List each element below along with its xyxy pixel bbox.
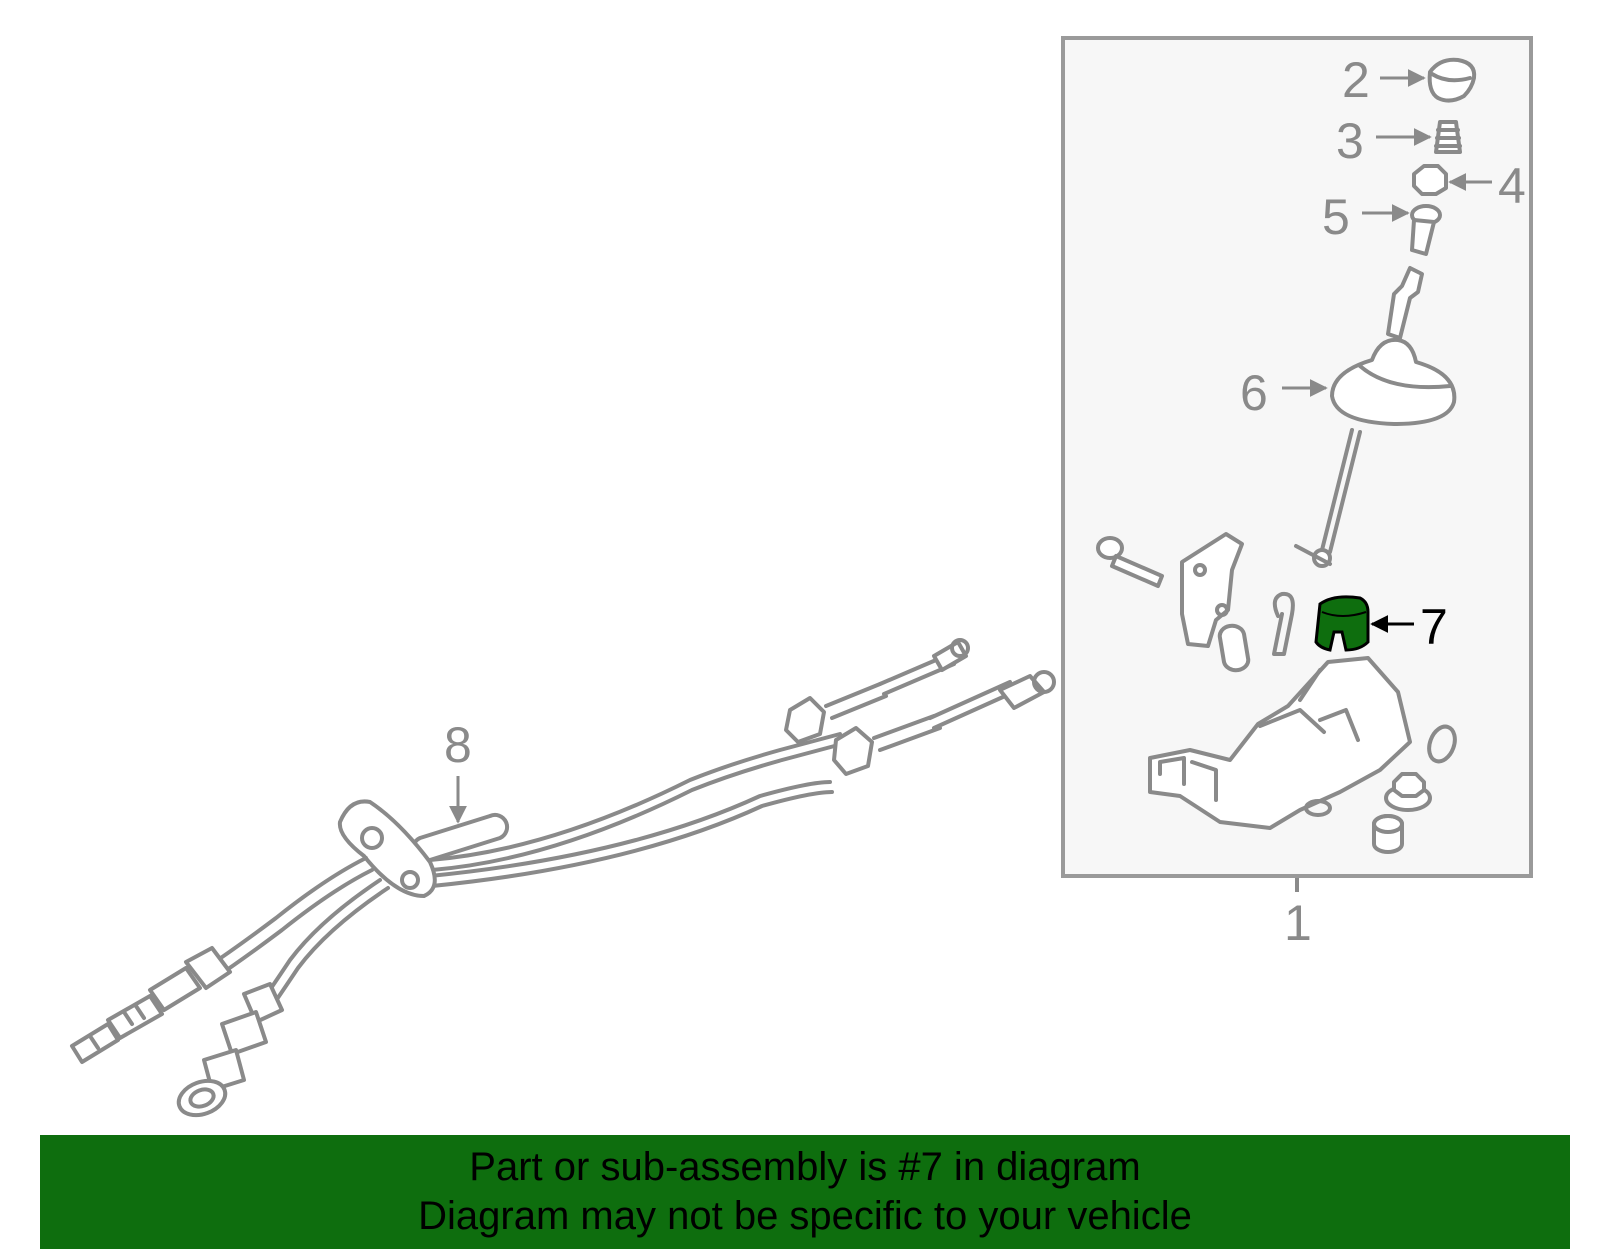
- part-8-shift-cables: [70, 638, 1056, 1118]
- part-2-shift-knob: [1427, 57, 1477, 103]
- callout-7: 7: [1420, 599, 1448, 655]
- bracket: [1180, 532, 1244, 648]
- part-6-shift-boot: [1330, 337, 1457, 426]
- banner-line-2: Diagram may not be specific to your vehi…: [418, 1194, 1192, 1238]
- part-4-nut: [1412, 164, 1448, 196]
- callout-1: 1: [1284, 895, 1312, 951]
- highlight-banner: Part or sub-assembly is #7 in diagram Di…: [40, 1135, 1570, 1249]
- part-3-boot: [1434, 120, 1462, 154]
- banner-line-1: Part or sub-assembly is #7 in diagram: [469, 1145, 1141, 1189]
- callout-2: 2: [1342, 52, 1370, 108]
- spacer: [1372, 814, 1404, 854]
- shift-lever-rod: [1294, 428, 1362, 568]
- flange-nut: [1384, 772, 1432, 812]
- bolt: [1096, 536, 1164, 588]
- callout-6: 6: [1240, 365, 1268, 421]
- callout-3: 3: [1336, 113, 1364, 169]
- o-ring: [1427, 724, 1457, 764]
- part-5-bushing: [1410, 204, 1442, 256]
- callout-5: 5: [1322, 189, 1350, 245]
- shift-lever-shaft-upper: [1386, 266, 1424, 340]
- shifter-base-housing: [1148, 656, 1412, 830]
- small-bushing: [1217, 623, 1251, 673]
- callout-8: 8: [444, 717, 472, 773]
- callout-4: 4: [1498, 158, 1526, 214]
- part-7-clip-highlighted: [1314, 595, 1370, 652]
- spring-clip: [1272, 591, 1295, 656]
